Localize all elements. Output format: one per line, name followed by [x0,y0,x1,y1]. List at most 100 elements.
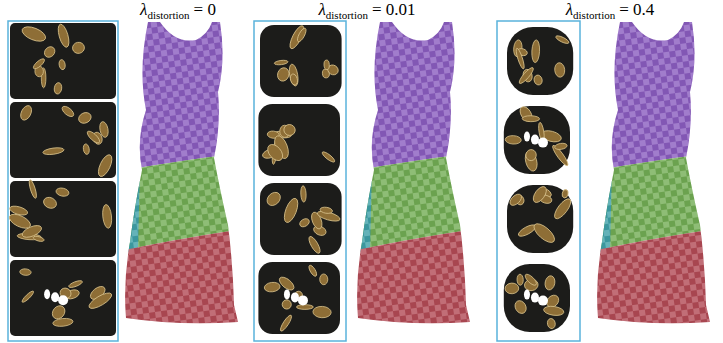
leaf-texture [320,274,328,285]
texture-hole [524,290,530,300]
atlas-chart [258,262,340,334]
leaf-texture [42,147,64,156]
leaf-texture [298,217,310,228]
leaf-texture [531,184,549,204]
leaf-texture [320,206,333,214]
texture-hole [524,132,530,142]
leaf-texture [282,197,301,225]
leaf-texture [18,104,33,122]
leaf-texture [265,142,286,164]
leaf-texture [60,104,75,118]
leaf-texture [281,298,293,310]
leaf-texture [87,290,114,311]
texture-hole [531,135,539,145]
panel-heading: λdistortion = 0 [140,0,216,21]
texture-hole [538,296,548,306]
texture-atlas [497,21,580,341]
leaf-texture [522,116,539,122]
leaf-texture [554,142,567,150]
leaf-texture [83,144,90,155]
atlas-chart [260,25,342,97]
leaf-texture [289,73,298,86]
texture-hole [291,292,299,302]
leaf-texture [300,186,306,203]
dress-model [347,15,487,343]
leaf-texture [53,82,62,94]
leaf-texture [52,318,73,328]
atlas-frame [254,21,346,341]
leaf-texture [547,318,557,329]
leaf-texture [307,235,322,255]
leaf-texture [28,179,38,199]
leaf-texture [42,45,57,60]
symbol: λ [140,0,147,19]
leaf-texture [544,275,556,291]
leaf-texture [21,290,35,304]
leaf-texture [276,66,291,82]
leaf-texture [58,59,66,70]
leaf-texture [517,274,524,285]
symbol: λ [318,0,325,19]
dress-model [587,15,723,343]
leaf-texture [20,268,32,275]
leaf-texture [33,235,45,242]
subscript: distortion [326,9,368,21]
leaf-texture [96,153,115,179]
texture-hole [531,293,539,303]
value: = 0.4 [619,0,654,19]
checker-pattern [587,15,723,343]
leaf-texture [279,314,294,333]
atlas-chart [507,185,573,253]
panel-heading: λdistortion = 0.01 [318,0,415,21]
subscript: distortion [573,9,615,21]
leaf-texture [533,74,543,86]
leaf-texture [32,57,46,70]
atlas-chart [258,104,340,176]
texture-hole [44,289,50,299]
leaf-texture [264,190,283,208]
leaf-texture [505,135,521,144]
texture-hole [284,289,290,299]
checker-pattern [115,15,255,343]
checker-pattern [347,15,487,343]
leaf-texture [321,150,336,163]
value: = 0.01 [372,0,416,19]
leaf-texture [55,187,69,197]
texture-atlas [7,21,118,341]
subscript: distortion [147,9,189,21]
leaf-texture [86,129,102,144]
leaf-texture [288,63,300,86]
leaf-texture [555,34,570,44]
leaf-texture [56,23,71,48]
texture-hole [51,292,59,302]
texture-hole [538,138,548,148]
atlas-frame [8,21,118,341]
leaf-texture [7,211,32,231]
leaf-texture [264,281,281,292]
leaf-texture [508,192,524,207]
leaf-texture [72,41,86,54]
symbol: λ [566,0,573,19]
leaf-texture [68,279,83,288]
texture-hole [298,295,308,305]
leaf-texture [282,123,297,137]
dress-model [115,15,255,343]
leaf-texture [552,196,574,221]
value: = 0 [194,0,216,19]
leaf-texture [505,283,519,294]
texture-hole [58,295,68,305]
atlas-chart [504,106,570,174]
leaf-texture [20,24,47,44]
leaf-texture [531,40,540,63]
leaf-texture [102,204,113,228]
leaf-texture [313,306,332,318]
atlas-chart [10,23,116,99]
leaf-texture [324,60,330,70]
leaf-texture [296,27,308,43]
leaf-texture [543,305,564,317]
atlas-frame [497,21,580,341]
texture-atlas [254,21,346,341]
leaf-texture [513,299,529,316]
